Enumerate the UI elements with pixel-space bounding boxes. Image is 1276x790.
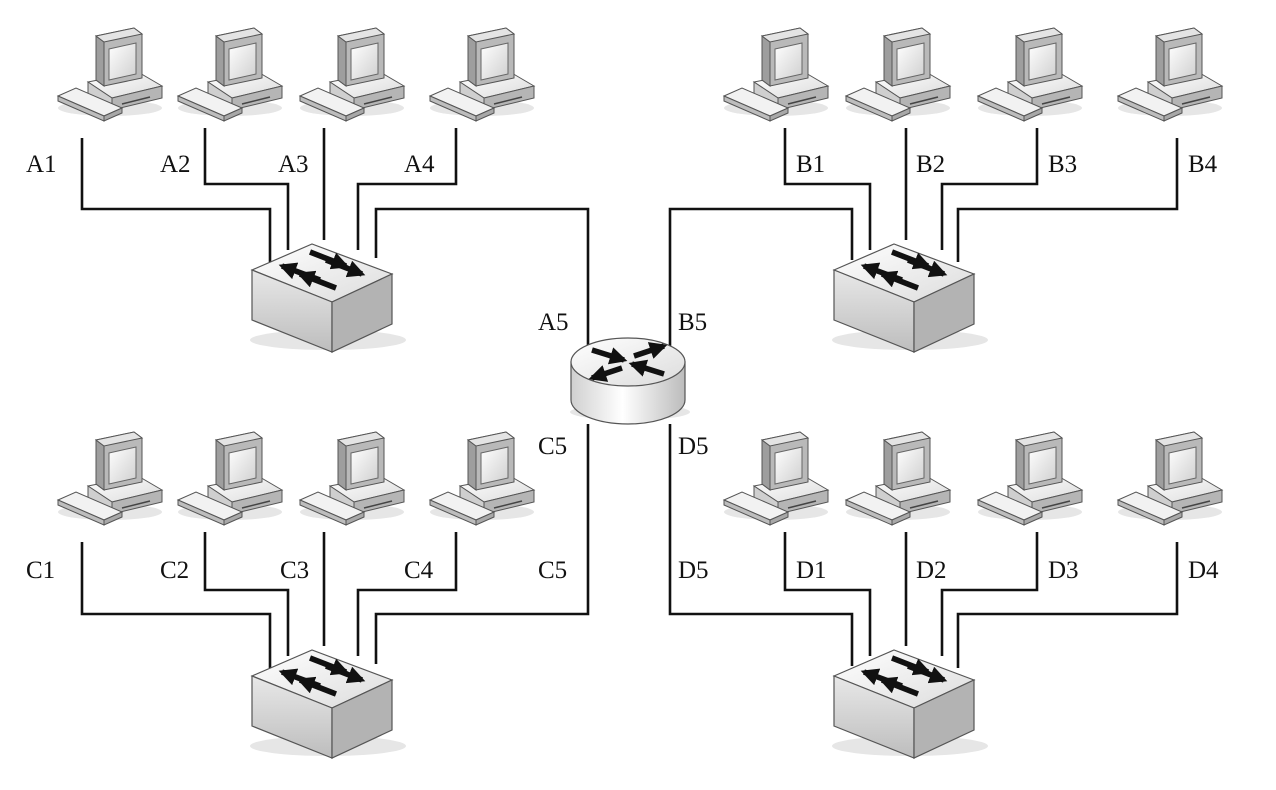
label-c5-upper: C5: [538, 433, 567, 460]
wire-a4: [356, 128, 458, 250]
network-switch-icon: [832, 650, 988, 758]
wire-c5: [374, 424, 590, 664]
desktop-computer-icon: [57, 431, 163, 526]
cabling: [80, 128, 1179, 668]
label-a1: A1: [26, 151, 57, 178]
wire-c1: [80, 542, 272, 668]
wire-a2: [203, 128, 290, 250]
label-d5-lower: D5: [678, 557, 709, 584]
label-a3: A3: [278, 151, 309, 178]
label-b2: B2: [916, 151, 945, 178]
wire-b3: [940, 128, 1039, 250]
label-c3: C3: [280, 557, 309, 584]
label-c4: C4: [404, 557, 434, 584]
label-a2: A2: [160, 151, 191, 178]
desktop-computer-icon: [57, 27, 163, 122]
desktop-computer-icon: [1117, 27, 1223, 122]
label-d4: D4: [1188, 557, 1219, 584]
router-icon: [570, 338, 690, 424]
network-switch-icon: [832, 244, 988, 352]
label-d5-upper: D5: [678, 433, 709, 460]
wire-c4: [356, 532, 458, 656]
wire-d5: [668, 424, 854, 666]
network-switch-icon: [250, 244, 406, 352]
desktop-computer-icon: [429, 27, 535, 122]
desktop-computer-icon: [977, 431, 1083, 526]
desktop-computer-icon: [977, 27, 1083, 122]
wire-a1: [80, 138, 272, 262]
label-c2: C2: [160, 557, 189, 584]
label-b1: B1: [796, 151, 825, 178]
wire-b1: [783, 128, 872, 250]
label-d2: D2: [916, 557, 947, 584]
label-b4: B4: [1188, 151, 1218, 178]
label-a5: A5: [538, 309, 569, 336]
wire-d3: [940, 532, 1039, 656]
wire-d4: [956, 542, 1179, 668]
desktop-computer-icon: [845, 431, 951, 526]
label-b5: B5: [678, 309, 707, 336]
wire-b5: [668, 207, 854, 350]
label-c1: C1: [26, 557, 55, 584]
wire-a5: [374, 207, 590, 350]
desktop-computer-icon: [1117, 431, 1223, 526]
label-c5-lower: C5: [538, 557, 567, 584]
label-a4: A4: [404, 151, 435, 178]
wire-b4: [956, 138, 1179, 262]
desktop-computer-icon: [177, 431, 283, 526]
label-d3: D3: [1048, 557, 1079, 584]
desktop-computer-icon: [845, 27, 951, 122]
desktop-computer-icon: [177, 27, 283, 122]
label-d1: D1: [796, 557, 827, 584]
desktop-computer-icon: [723, 27, 829, 122]
desktop-computer-icon: [723, 431, 829, 526]
network-switch-icon: [250, 650, 406, 758]
label-b3: B3: [1048, 151, 1077, 178]
wire-d1: [783, 532, 872, 656]
desktop-computer-icon: [299, 27, 405, 122]
wire-c2: [203, 532, 290, 656]
desktop-computer-icon: [299, 431, 405, 526]
port-labels: A1 A2 A3 A4 A5 B1 B2 B3 B4 B5 C5 D5 C1 C…: [26, 151, 1219, 584]
desktop-computer-icon: [429, 431, 535, 526]
